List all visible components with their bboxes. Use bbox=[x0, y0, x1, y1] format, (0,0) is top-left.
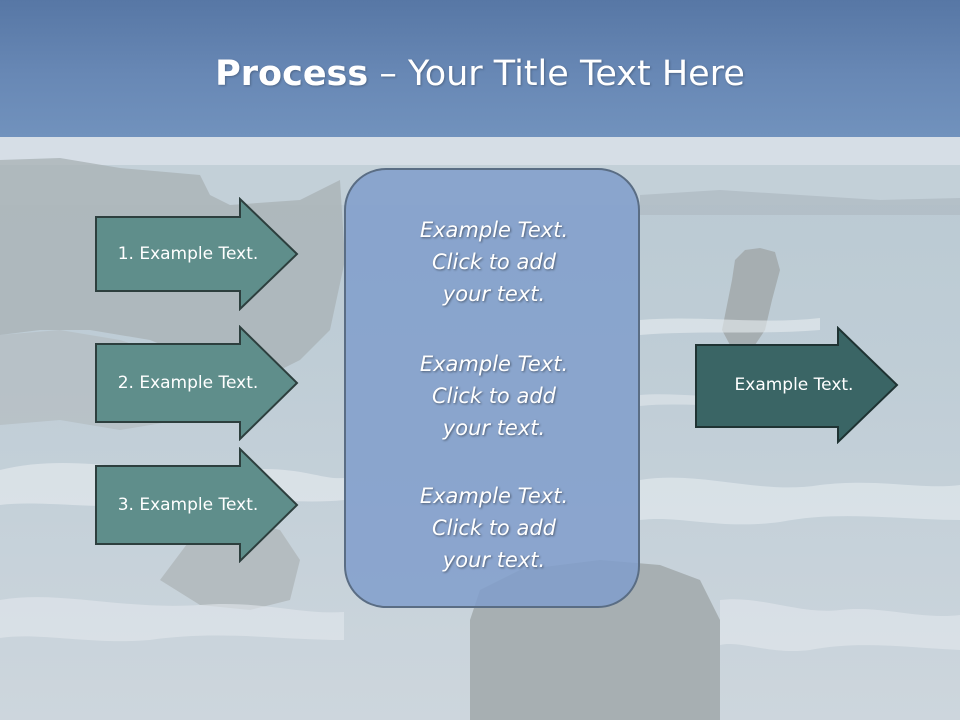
input-arrow-3-label: 3. Example Text. bbox=[117, 495, 259, 515]
center-text-line: your text. bbox=[442, 548, 546, 572]
slide-title[interactable]: Process – Your Title Text Here bbox=[0, 52, 960, 96]
title-bold-part: Process bbox=[215, 54, 369, 94]
center-text-block-1[interactable]: Example Text. Click to add your text. bbox=[346, 214, 642, 310]
center-process-box[interactable]: Example Text. Click to add your text. Ex… bbox=[344, 168, 640, 608]
input-arrow-2-label: 2. Example Text. bbox=[117, 373, 259, 393]
output-arrow[interactable]: Example Text. bbox=[694, 326, 900, 444]
arrow-right-shape bbox=[95, 325, 299, 441]
center-text-line: Click to add bbox=[431, 516, 556, 540]
center-text-line: Click to add bbox=[431, 384, 556, 408]
arrow-right-shape bbox=[95, 447, 299, 563]
center-text-block-3[interactable]: Example Text. Click to add your text. bbox=[346, 480, 642, 576]
center-text-line: Example Text. bbox=[419, 352, 569, 376]
center-text-line: Click to add bbox=[431, 250, 556, 274]
input-arrow-1-label: 1. Example Text. bbox=[117, 244, 259, 264]
input-arrow-1[interactable]: 1. Example Text. bbox=[94, 197, 300, 311]
center-text-line: Example Text. bbox=[419, 218, 569, 242]
title-bar bbox=[0, 0, 960, 137]
input-arrow-2[interactable]: 2. Example Text. bbox=[94, 325, 300, 441]
title-rest-part: – Your Title Text Here bbox=[368, 54, 745, 94]
arrow-right-shape bbox=[95, 197, 299, 311]
center-text-line: your text. bbox=[442, 282, 546, 306]
center-text-line: your text. bbox=[442, 416, 546, 440]
center-text-line: Example Text. bbox=[419, 484, 569, 508]
center-text-block-2[interactable]: Example Text. Click to add your text. bbox=[346, 348, 642, 444]
arrow-right-shape bbox=[695, 326, 899, 444]
output-arrow-label: Example Text. bbox=[734, 375, 854, 395]
input-arrow-3[interactable]: 3. Example Text. bbox=[94, 447, 300, 563]
